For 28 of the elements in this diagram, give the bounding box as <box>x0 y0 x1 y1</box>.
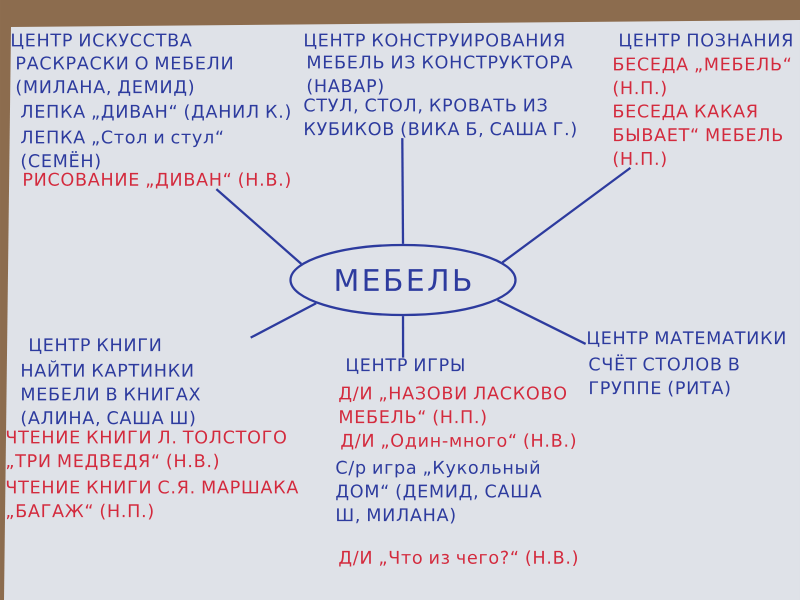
center-heading: ЦЕНТР КОНСТРУИРОВАНИЯ <box>305 33 564 50</box>
activity-text: БЕСЕДА КАКАЯ БЫВАЕТ“ МЕБЕЛЬ (Н.П.) <box>614 104 782 168</box>
activity-text: С/р игра „Кукольный ДОМ“ (ДЕМИД, САША Ш, МИЛАНА) <box>336 460 542 524</box>
activity-text: ЧТЕНИЕ КНИГИ С.Я. МАРШАКА „БАГАЖ“ (Н.П.) <box>6 480 298 520</box>
activity-text: Д/И „Что из чего?“ (Н.В.) <box>339 550 577 566</box>
activity-text: СЧЁТ СТОЛОВ В ГРУППЕ (РИТА) <box>589 354 739 396</box>
spoke-line <box>250 302 317 339</box>
activity-text: РАСКРАСКИ О МЕБЕЛИ (МИЛАНА, ДЕМИД) <box>16 56 232 96</box>
activity-text: МЕБЕЛЬ ИЗ КОНСТРУКТОРА (НАВАР) <box>308 55 572 94</box>
center-heading: ЦЕНТР ПОЗНАНИЯ <box>620 33 792 50</box>
spoke-line <box>402 316 404 358</box>
spoke-line <box>496 299 586 345</box>
spoke-line <box>502 166 632 264</box>
center-heading: ЦЕНТР ИГРЫ <box>347 358 464 374</box>
spoke-line <box>401 138 404 244</box>
center-heading: ЦЕНТР КНИГИ <box>30 338 160 354</box>
activity-text: НАЙТИ КАРТИНКИ МЕБЕЛИ В КНИГАХ (АЛИНА, САША Ш) <box>22 360 200 426</box>
spoke-line <box>216 188 302 265</box>
activity-text: БЕСЕДА „МЕБЕЛЬ“ (Н.П.) <box>614 57 790 96</box>
activity-text: СТУЛ, СТОЛ, КРОВАТЬ ИЗ КУБИКОВ (ВИКА Б, САША Г.) <box>304 98 576 138</box>
activity-text: Д/И „Один-много“ (Н.В.) <box>341 433 576 450</box>
activity-text: ЛЕПКА „ДИВАН“ (ДАНИЛ К.) <box>21 104 290 120</box>
activity-text: ЛЕПКА „Стол и стул“ (СЕМЁН) <box>21 130 222 170</box>
center-heading: ЦЕНТР МАТЕМАТИКИ <box>588 331 785 347</box>
activity-text: ЧТЕНИЕ КНИГИ Л. ТОЛСТОГО „ТРИ МЕДВЕДЯ“ (Н.В.) <box>6 430 286 470</box>
activity-text: РИСОВАНИЕ „ДИВАН“ (Н.В.) <box>24 172 290 188</box>
center-heading: ЦЕНТР ИСКУССТВА <box>12 33 192 50</box>
activity-text: Д/И „НАЗОВИ ЛАСКОВО МЕБЕЛЬ“ (Н.П.) <box>339 386 566 426</box>
